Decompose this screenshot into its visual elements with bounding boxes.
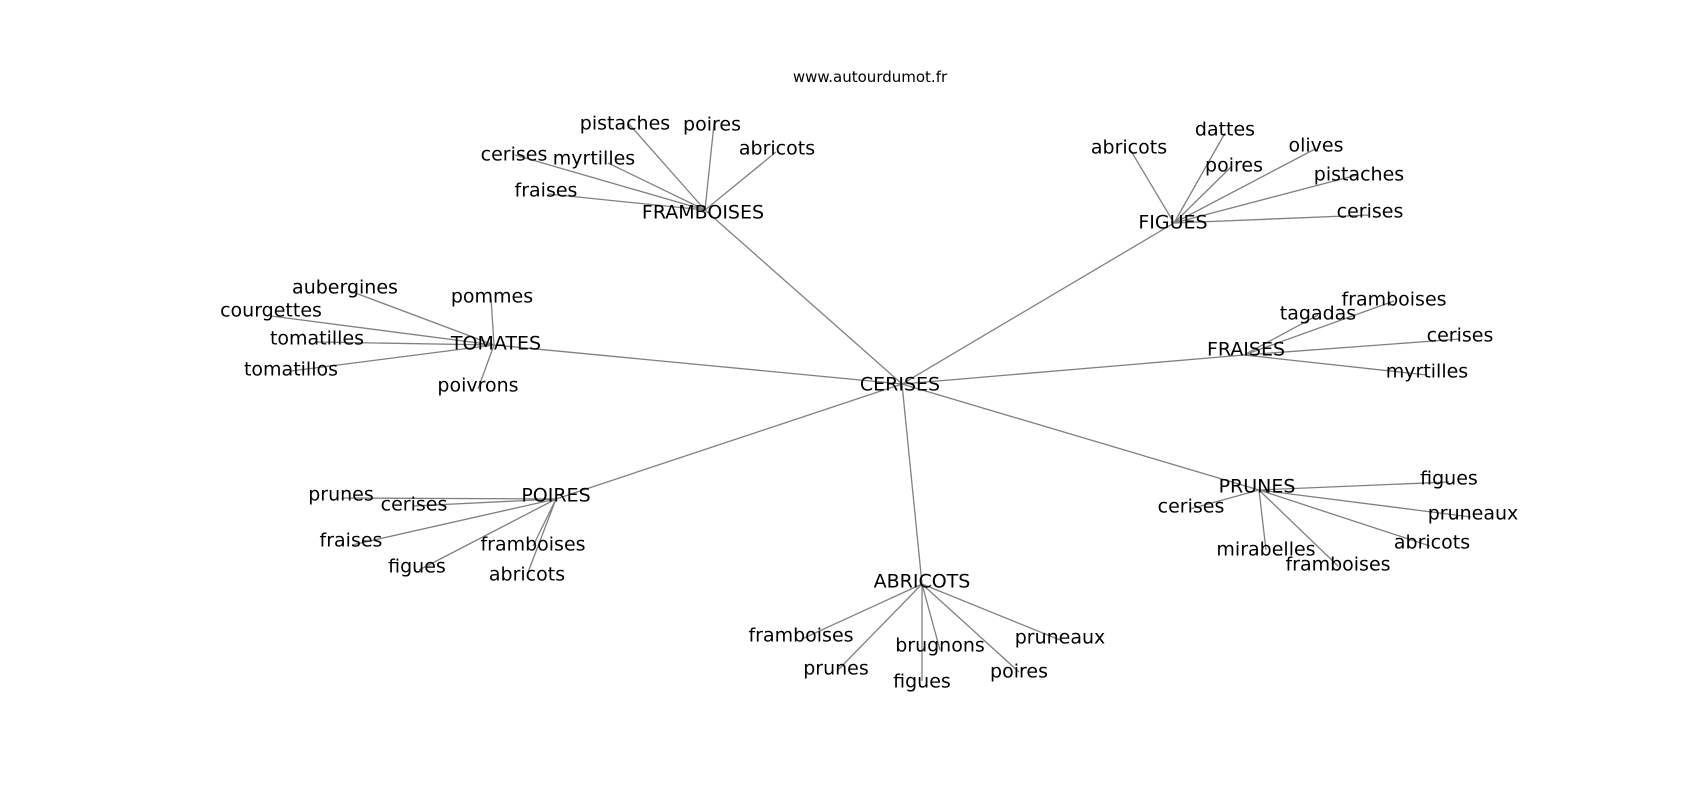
- leaf-node-label: cerises: [481, 144, 548, 166]
- leaf-node-label: figues: [893, 671, 951, 693]
- hub-leaf-edge: [490, 297, 495, 346]
- hub-leaf-edge: [704, 123, 715, 211]
- hub-leaf-edge: [351, 498, 557, 546]
- leaf-node-label: pommes: [451, 286, 533, 308]
- leaf-node-label: poivrons: [437, 375, 518, 397]
- hub-leaf-edge: [526, 498, 557, 576]
- center-hub-edge: [704, 209, 903, 385]
- source-url: www.autourdumot.fr: [793, 68, 948, 86]
- center-hub-edge: [901, 354, 1245, 385]
- hub-leaf-edge: [1130, 150, 1175, 224]
- leaf-node-label: poires: [1205, 155, 1263, 177]
- leaf-node-label: pistaches: [580, 113, 670, 135]
- hub-leaf-edge: [1173, 165, 1233, 224]
- leaf-node-label: framboises: [748, 625, 853, 647]
- leaf-node-label: courgettes: [220, 300, 322, 322]
- hub-leaf-edge: [921, 583, 1020, 673]
- hub-leaf-edge: [532, 498, 557, 547]
- hub-node-label: POIRES: [521, 485, 590, 507]
- hub-leaf-edge: [547, 193, 706, 211]
- leaf-node-label: pruneaux: [1428, 503, 1519, 525]
- leaf-node-label: abricots: [1394, 532, 1470, 554]
- leaf-node-label: abricots: [489, 564, 565, 586]
- hub-leaf-edge: [290, 344, 495, 372]
- hub-leaf-edge: [921, 583, 1061, 641]
- hub-leaf-edge: [1243, 300, 1395, 356]
- leaf-node-label: framboises: [1341, 289, 1446, 311]
- hub-node-label: FRAISES: [1207, 339, 1285, 361]
- leaf-node-label: mirabelles: [1216, 539, 1315, 561]
- leaf-node-label: myrtilles: [1386, 361, 1468, 383]
- hub-leaf-edge: [1173, 174, 1358, 224]
- hub-leaf-edge: [341, 497, 557, 500]
- hub-leaf-edge: [801, 583, 923, 640]
- hub-leaf-edge: [1258, 481, 1450, 491]
- hub-leaf-edge: [628, 123, 706, 211]
- center-hub-edge: [555, 383, 903, 500]
- hub-node-label: PRUNES: [1219, 476, 1296, 498]
- leaf-node-label: pistaches: [1314, 164, 1404, 186]
- graph-labels: www.autourdumot.fr CERISES FRAMBOISES pis…: [220, 68, 1518, 693]
- graph-edges: [270, 123, 1472, 681]
- hub-leaf-edge: [1243, 314, 1319, 356]
- hub-leaf-edge: [1189, 489, 1260, 510]
- center-hub-edge: [493, 344, 903, 385]
- leaf-node-label: prunes: [803, 658, 869, 680]
- hub-leaf-edge: [1173, 148, 1316, 224]
- leaf-node-label: figues: [1420, 468, 1478, 490]
- leaf-node-label: abricots: [739, 138, 815, 160]
- hub-leaf-edge: [1243, 338, 1461, 356]
- hub-leaf-edge: [1173, 214, 1371, 224]
- hub-node-label: TOMATES: [450, 333, 541, 355]
- hub-leaf-edge: [418, 498, 557, 571]
- leaf-node-label: poires: [683, 114, 741, 136]
- hub-leaf-edge: [1258, 489, 1472, 518]
- center-hub-edge: [901, 383, 1260, 491]
- hub-leaf-edge: [921, 583, 941, 651]
- leaf-node-label: abricots: [1091, 137, 1167, 159]
- hub-node-label: FIGUES: [1138, 212, 1207, 234]
- leaf-node-label: tomatilles: [270, 328, 364, 350]
- hub-leaf-edge: [1258, 489, 1267, 551]
- leaf-node-label: framboises: [480, 534, 585, 556]
- center-hub-edge: [901, 222, 1175, 385]
- leaf-node-label: olives: [1288, 135, 1343, 157]
- hub-leaf-edge: [477, 344, 495, 390]
- hub-leaf-edge: [412, 498, 557, 507]
- leaf-node-label: dattes: [1195, 119, 1255, 141]
- leaf-node-label: cerises: [1337, 201, 1404, 223]
- hub-leaf-edge: [607, 162, 706, 211]
- leaf-node-label: pruneaux: [1015, 627, 1106, 649]
- hub-leaf-edge: [1173, 132, 1226, 224]
- hub-leaf-edge: [1258, 489, 1431, 547]
- leaf-node-label: tagadas: [1280, 303, 1356, 325]
- hub-leaf-edge: [316, 341, 495, 346]
- hub-leaf-edge: [837, 583, 923, 671]
- hub-leaf-edge: [1243, 354, 1428, 376]
- leaf-node-label: fraises: [320, 530, 383, 552]
- hub-leaf-edge: [270, 315, 495, 346]
- center-node-label: CERISES: [860, 374, 940, 396]
- leaf-node-label: myrtilles: [553, 148, 635, 170]
- leaf-node-label: aubergines: [292, 277, 398, 299]
- leaf-node-label: poires: [990, 661, 1048, 683]
- leaf-node-label: framboises: [1285, 554, 1390, 576]
- hub-leaf-edge: [1258, 489, 1339, 567]
- leaf-node-label: cerises: [1427, 325, 1494, 347]
- leaf-node-label: fraises: [515, 180, 578, 202]
- leaf-node-label: prunes: [308, 484, 374, 506]
- hub-node-label: FRAMBOISES: [642, 202, 764, 224]
- leaf-node-label: figues: [388, 556, 446, 578]
- hub-leaf-edge: [349, 290, 495, 346]
- center-hub-edge: [901, 383, 923, 585]
- hub-leaf-edge: [514, 154, 706, 211]
- leaf-node-label: cerises: [1158, 496, 1225, 518]
- leaf-node-label: brugnons: [895, 635, 985, 657]
- leaf-node-label: cerises: [381, 494, 448, 516]
- leaf-node-label: tomatillos: [244, 359, 338, 381]
- hub-node-label: ABRICOTS: [874, 571, 971, 593]
- hub-leaf-edge: [704, 151, 777, 211]
